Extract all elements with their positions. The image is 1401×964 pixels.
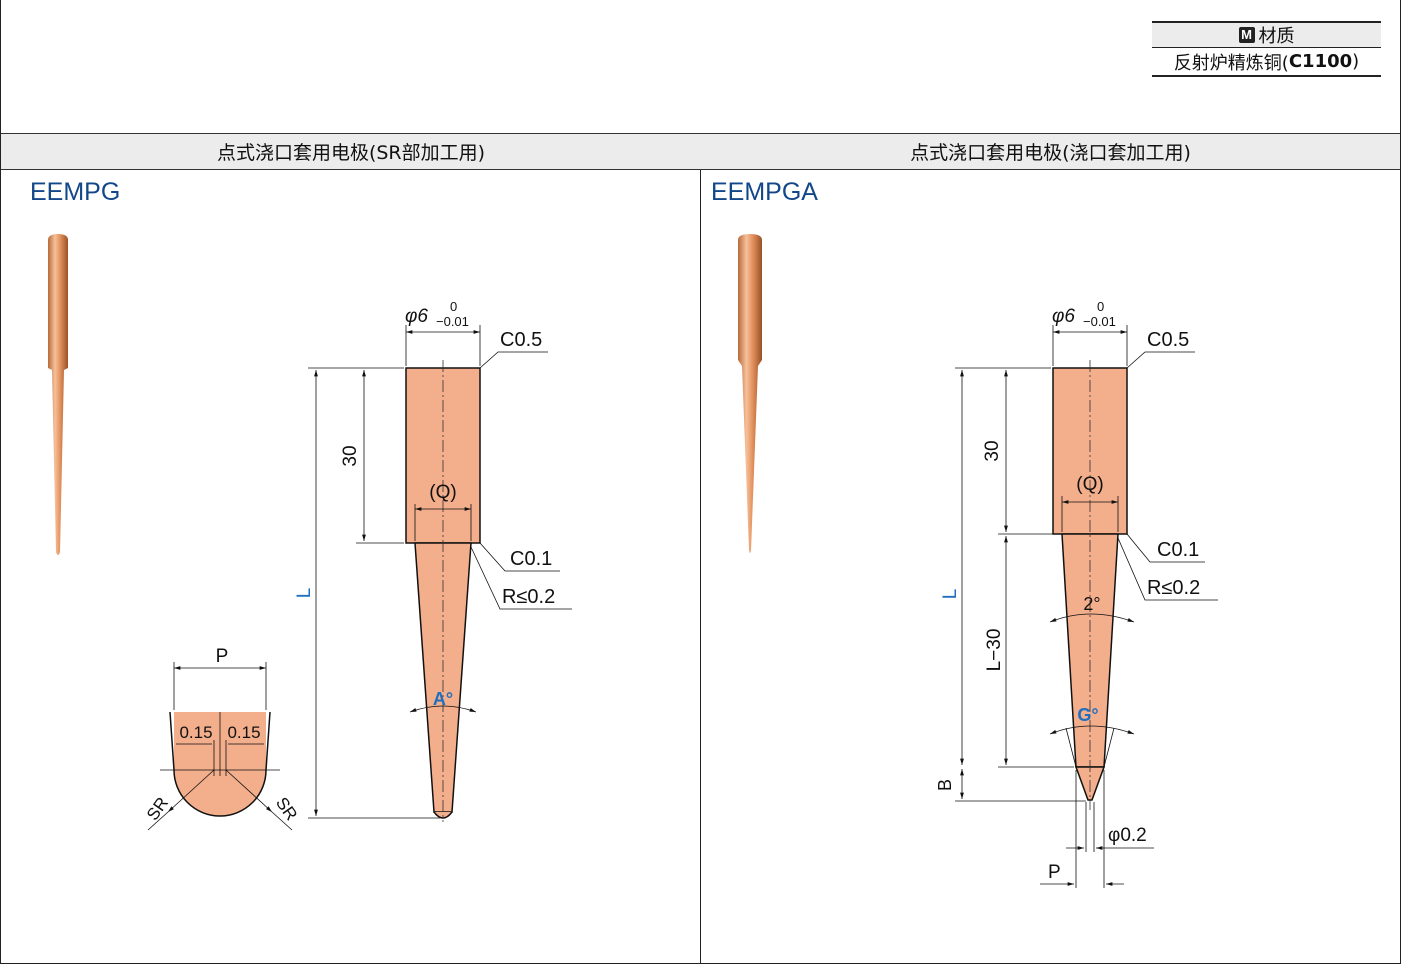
left-L-label: L xyxy=(294,588,315,599)
left-product-code: EEMPG xyxy=(30,178,121,206)
right-photo xyxy=(738,234,762,553)
material-badge: M xyxy=(1238,27,1255,43)
right-l30-label: L−30 xyxy=(984,629,1005,672)
right-G-label: G° xyxy=(1077,705,1098,725)
material-value-row: 反射炉精炼铜(C1100) xyxy=(1152,48,1381,77)
right-electrode-drawing: φ6 0 −0.01 C0.5 30 (Q) C0.1 R≤0.2 2° L L… xyxy=(935,299,1218,888)
left-tol-up: 0 xyxy=(450,299,457,314)
right-2deg-label: 2° xyxy=(1083,594,1100,614)
right-B-label: B xyxy=(935,779,955,791)
right-c05-label: C0.5 xyxy=(1147,329,1189,351)
left-sr2-label: SR xyxy=(272,794,301,824)
left-015a-label: 0.15 xyxy=(179,723,212,742)
right-c01-label: C0.1 xyxy=(1157,539,1199,561)
left-c01-label: C0.1 xyxy=(510,548,552,570)
right-r-label: R≤0.2 xyxy=(1147,577,1200,599)
material-close: ) xyxy=(1352,51,1360,72)
material-table: M 材质 反射炉精炼铜(C1100) xyxy=(1152,21,1381,77)
left-c05-label: C0.5 xyxy=(500,329,542,351)
right-section-header: 点式浇口套用电极(浇口套加工用) xyxy=(701,133,1400,170)
material-header: M 材质 xyxy=(1152,21,1381,48)
right-tip-label: φ0.2 xyxy=(1108,825,1147,846)
right-tol-lo: −0.01 xyxy=(1083,314,1116,329)
left-sr1-label: SR xyxy=(143,794,172,824)
right-tol-up: 0 xyxy=(1097,299,1104,314)
left-q-label: (Q) xyxy=(429,482,456,503)
right-product-code: EEMPGA xyxy=(711,178,818,206)
right-P-label: P xyxy=(1048,862,1061,883)
left-photo xyxy=(48,234,68,555)
right-q-label: (Q) xyxy=(1076,474,1103,495)
left-P-label: P xyxy=(216,646,229,667)
right-L-label: L xyxy=(940,589,961,600)
left-r-label: R≤0.2 xyxy=(502,586,555,608)
left-A-label: A° xyxy=(433,689,453,709)
left-section-header: 点式浇口套用电极(SR部加工用) xyxy=(1,133,701,170)
material-grade: C1100 xyxy=(1288,51,1353,72)
left-tol-lo: −0.01 xyxy=(436,314,469,329)
right-30-label: 30 xyxy=(982,440,1003,461)
material-value: 反射炉精炼铜( xyxy=(1173,52,1289,74)
left-electrode-drawing: φ6 0 −0.01 C0.5 30 (Q) C0.1 R≤0.2 L A° P… xyxy=(143,299,572,831)
left-015b-label: 0.15 xyxy=(227,723,260,742)
material-label: 材质 xyxy=(1258,26,1295,47)
right-dia-label: φ6 xyxy=(1052,306,1075,327)
left-dia-label: φ6 xyxy=(405,306,428,327)
left-30-label: 30 xyxy=(340,445,361,466)
